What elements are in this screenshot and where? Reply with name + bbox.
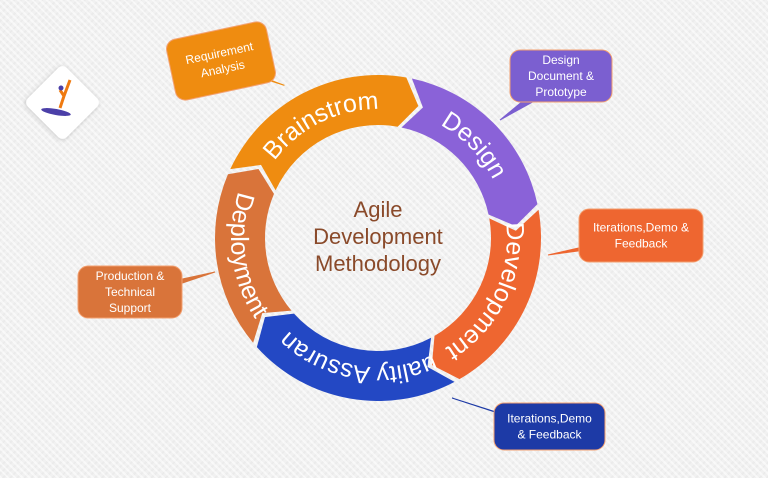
segment-quality-assurance	[256, 313, 455, 401]
callout-text: Iterations,Demo &	[593, 221, 689, 235]
callout-text: Design	[542, 53, 579, 67]
segment-design	[401, 78, 538, 226]
segment-brainstrom	[230, 75, 419, 191]
callout-text: Feedback	[615, 237, 669, 251]
callout-text: Technical	[105, 285, 155, 299]
callout-text: & Feedback	[517, 428, 582, 442]
callout-text: Prototype	[535, 85, 587, 99]
logo	[26, 66, 99, 139]
center-title-line: Agile	[354, 197, 403, 222]
center-title-line: Development	[313, 224, 443, 249]
center-title-line: Methodology	[315, 251, 441, 276]
callout-bubble: Iterations,Demo & Feedback	[451, 397, 606, 451]
callout-box	[578, 208, 704, 263]
callout-text: Production &	[96, 269, 165, 283]
callout-box	[493, 402, 606, 451]
callout-box	[77, 265, 183, 319]
callout-text: Document &	[528, 69, 594, 83]
center-title: Agile Development Methodology	[313, 197, 443, 276]
segment-development	[431, 209, 542, 380]
callout-box	[166, 21, 276, 101]
segment-deployment	[215, 169, 292, 343]
callout-text: Iterations,Demo	[507, 412, 592, 426]
callout-box	[509, 49, 613, 103]
callout-text: Support	[109, 301, 152, 315]
callout-bubble: Iterations,Demo & Feedback	[547, 208, 704, 263]
